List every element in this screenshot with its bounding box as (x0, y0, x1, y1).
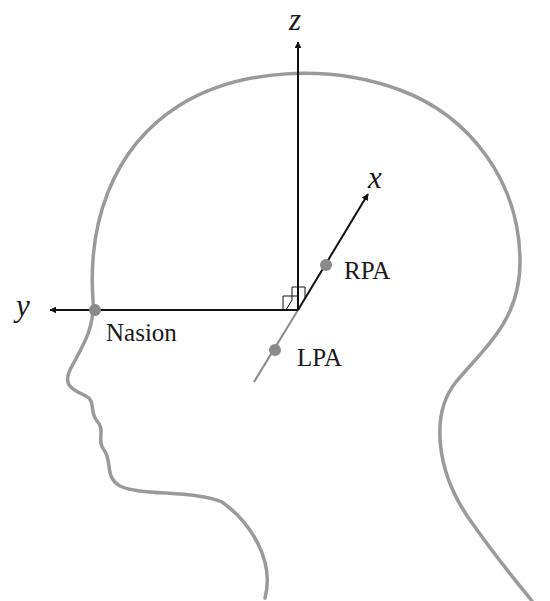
landmark-label: Nasion (106, 320, 177, 345)
x-axis (298, 194, 368, 310)
head-outline (68, 73, 532, 601)
landmark-label: RPA (344, 258, 390, 283)
axis-label: z (289, 4, 301, 35)
lpa-dot (269, 344, 281, 356)
z-axis (297, 42, 299, 310)
axis-label: x (368, 162, 382, 193)
landmark-label: LPA (297, 345, 342, 370)
rpa-dot (320, 259, 332, 271)
right-angle-mark (286, 287, 305, 310)
nasion-dot (89, 304, 101, 316)
preauricular-axis-back (254, 310, 298, 382)
y-axis (50, 309, 298, 311)
axis-label: y (16, 290, 30, 321)
